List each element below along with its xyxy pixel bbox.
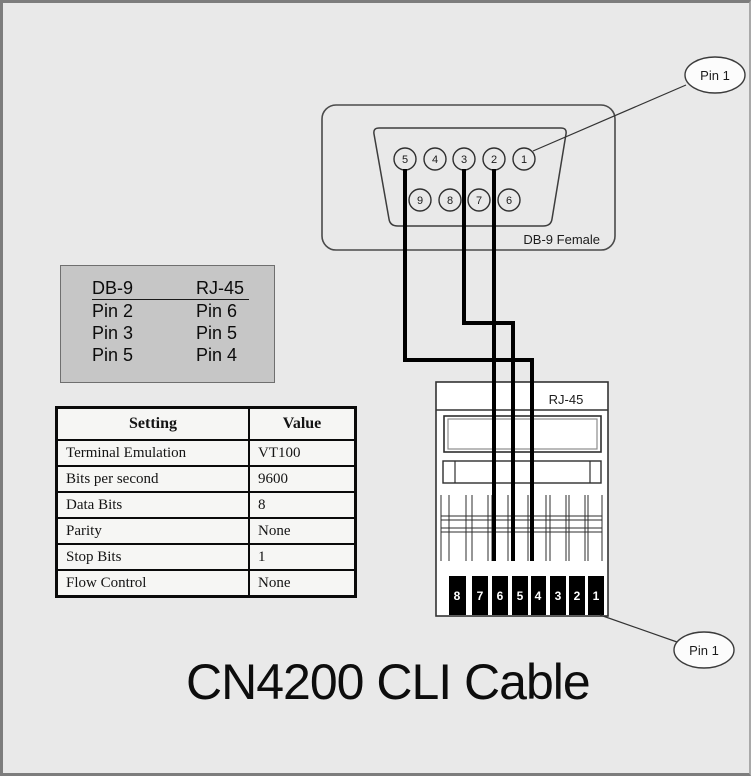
settings-header-setting: Setting	[55, 406, 250, 441]
db9-pin1-callout-label: Pin 1	[700, 68, 730, 83]
rj45-pin-4	[531, 576, 546, 615]
db9-pin-label: 5	[402, 154, 408, 166]
db9-pin-7	[467, 188, 491, 212]
settings-row: Data Bits 8	[55, 491, 357, 519]
setting-name: Flow Control	[55, 569, 250, 598]
db9-pin-label: 1	[521, 154, 527, 166]
rj45-pin-2	[569, 576, 585, 615]
rj45-pin-label: 5	[517, 589, 524, 603]
settings-row: Stop Bits 1	[55, 543, 357, 571]
mapping-rj45-pin: Pin 6	[196, 301, 238, 321]
db9-pin-1	[512, 147, 536, 171]
page-title: CN4200 CLI Cable	[186, 654, 591, 710]
cable-wires	[403, 169, 534, 561]
rj45-pin-blocks	[449, 576, 604, 615]
settings-header-row: Setting Value	[55, 406, 357, 441]
rj45-pin-label: 3	[555, 589, 562, 603]
db9-pin-label: 4	[432, 154, 438, 166]
rj45-pin-label: 1	[593, 589, 600, 603]
pin-mapping-row: Pin 5 Pin 4	[92, 344, 249, 366]
setting-name: Data Bits	[55, 491, 250, 519]
wire-db9pin3-rj45pin5	[462, 169, 515, 561]
pin-mapping-header: DB-9 RJ-45	[92, 277, 249, 300]
db9-pin-9	[408, 188, 432, 212]
db9-pin-label: 2	[491, 154, 497, 166]
rj45-connector-label: RJ-45	[549, 392, 584, 407]
rj45-pin-label: 2	[574, 589, 581, 603]
rj45-connector: RJ-45	[435, 381, 609, 617]
setting-value: 8	[248, 491, 357, 519]
pin-mapping-table: DB-9 RJ-45 Pin 2 Pin 6 Pin 3 Pin 5 Pin 5…	[60, 265, 275, 383]
mapping-db9-pin: Pin 3	[92, 323, 134, 343]
settings-row: Parity None	[55, 517, 357, 545]
setting-name: Bits per second	[55, 465, 250, 493]
mapping-db9-pin: Pin 5	[92, 345, 134, 365]
settings-row: Bits per second 9600	[55, 465, 357, 493]
mapping-header-rj45: RJ-45	[196, 278, 245, 298]
rj45-pin-6	[492, 576, 508, 615]
rj45-pin-7	[472, 576, 488, 615]
pin-mapping-row: Pin 3 Pin 5	[92, 322, 249, 344]
setting-name: Parity	[55, 517, 250, 545]
db9-connector-label: DB-9 Female	[523, 232, 600, 247]
rj45-latch-band	[442, 460, 602, 484]
rj45-pin-5	[512, 576, 528, 615]
rj45-pin-1	[588, 576, 604, 615]
db9-pin-6	[497, 188, 521, 212]
db9-pin-4	[423, 147, 447, 171]
rj45-pin-label: 6	[497, 589, 504, 603]
rj45-pin-8	[449, 576, 466, 615]
db9-face	[373, 127, 567, 227]
mapping-rj45-pin: Pin 5	[196, 323, 238, 343]
setting-value: VT100	[248, 439, 357, 467]
settings-header-value: Value	[248, 406, 357, 441]
db9-pin-label: 8	[447, 195, 453, 207]
setting-value: None	[248, 517, 357, 545]
db9-pin-label: 3	[461, 154, 467, 166]
db9-connector: 5 4 3 2 1 9 8 7 6 DB-9 Female	[321, 104, 616, 251]
rj45-pin-label: 8	[454, 589, 461, 603]
rj45-pin-3	[550, 576, 566, 615]
setting-value: 9600	[248, 465, 357, 493]
setting-name: Terminal Emulation	[55, 439, 250, 467]
pin-mapping-inner: DB-9 RJ-45 Pin 2 Pin 6 Pin 3 Pin 5 Pin 5…	[92, 277, 249, 366]
db9-pin-label: 9	[417, 195, 423, 207]
db9-bottom-pins	[408, 188, 521, 212]
mapping-header-db9: DB-9	[92, 278, 134, 298]
setting-name: Stop Bits	[55, 543, 250, 571]
setting-value: None	[248, 569, 357, 598]
wiring-diagram: 5 4 3 2 1 9 8 7 6 DB-9 Female	[321, 56, 746, 669]
db9-pin-label: 7	[476, 195, 482, 207]
settings-row: Terminal Emulation VT100	[55, 439, 357, 467]
db9-pin-8	[438, 188, 462, 212]
setting-value: 1	[248, 543, 357, 571]
rj45-pin1-callout: Pin 1	[599, 614, 735, 669]
db9-pin1-callout: Pin 1	[532, 56, 746, 152]
mapping-rj45-pin: Pin 4	[196, 345, 238, 365]
mapping-db9-pin: Pin 2	[92, 301, 134, 321]
wire-db9pin5-rj45pin4	[403, 169, 534, 561]
rj45-pin-label: 4	[535, 589, 542, 603]
rj45-pin1-callout-label: Pin 1	[689, 643, 719, 658]
rj45-upper-window	[443, 415, 602, 453]
settings-row: Flow Control None	[55, 569, 357, 598]
db9-pin-label: 6	[506, 195, 512, 207]
settings-table: Setting Value Terminal Emulation VT100 B…	[55, 406, 357, 598]
rj45-pin-label: 7	[477, 589, 484, 603]
pin-mapping-row: Pin 2 Pin 6	[92, 300, 249, 322]
